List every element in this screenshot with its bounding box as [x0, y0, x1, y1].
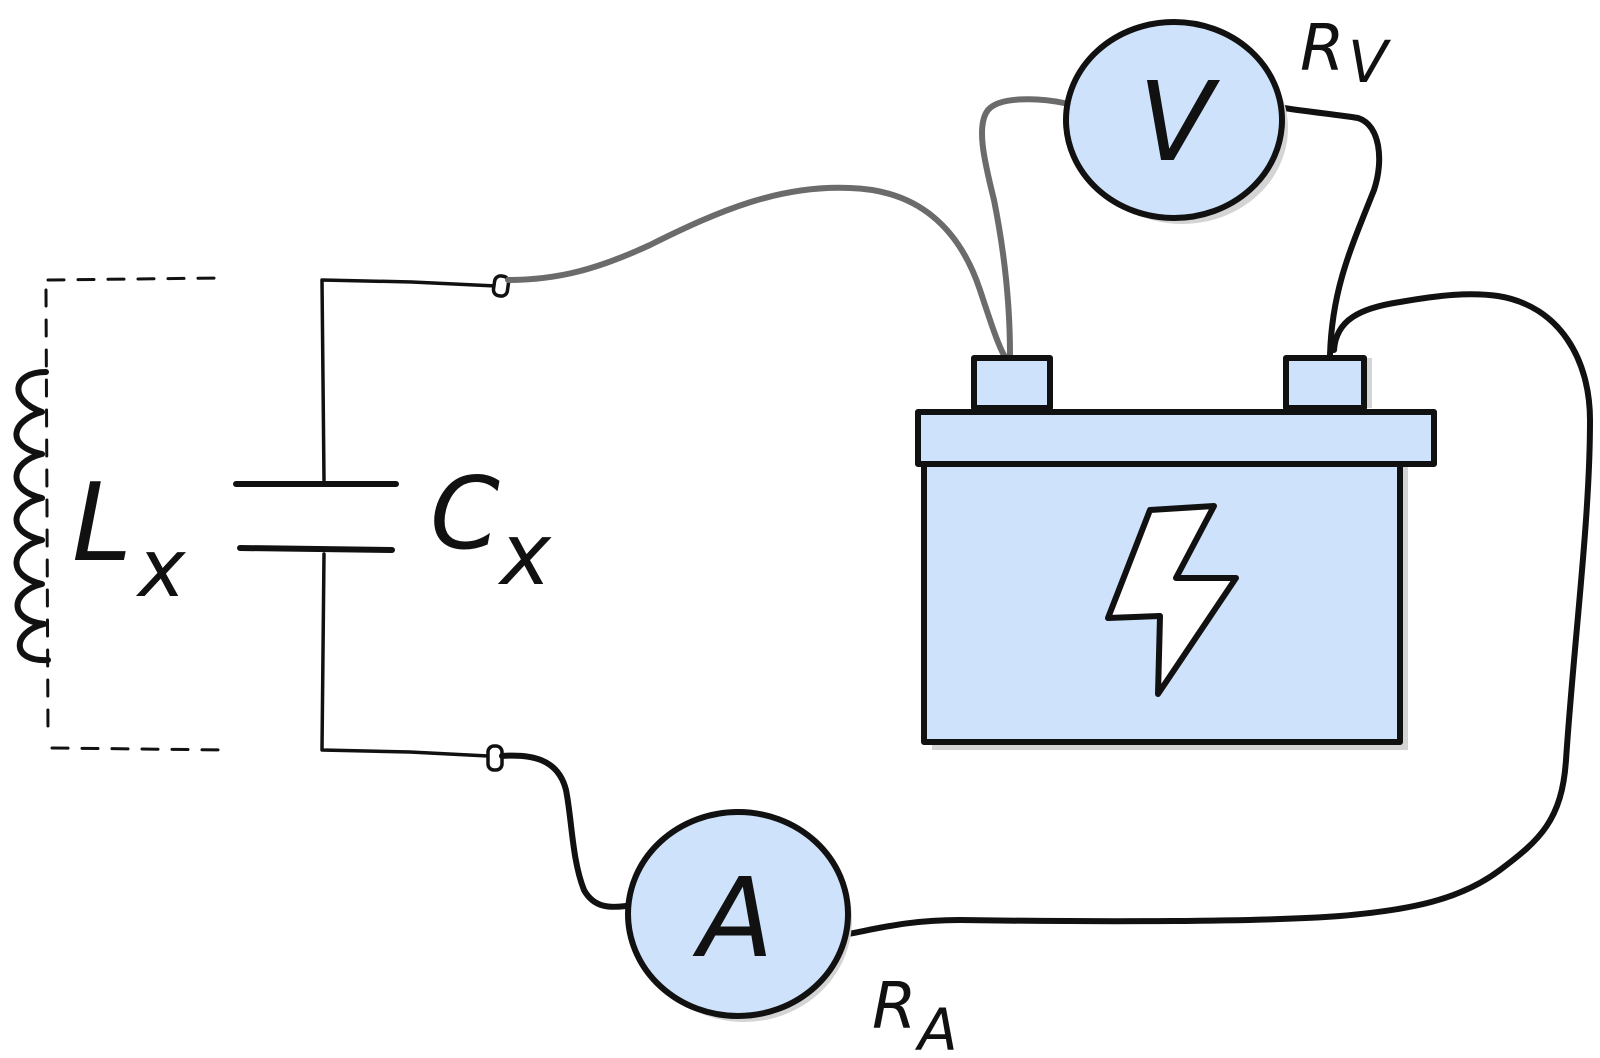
wire-to-battery-negative	[505, 184, 1007, 358]
voltmeter-label: V	[1138, 58, 1220, 186]
capacitor-label: C x	[430, 455, 552, 605]
voltmeter-resistance-label: R V	[1300, 12, 1392, 96]
battery-top-cap	[915, 409, 1437, 467]
inductor-label: L x	[72, 461, 187, 615]
battery-icon	[915, 355, 1437, 750]
wire-return-loop	[845, 291, 1593, 937]
wire-voltmeter-right	[1281, 105, 1383, 358]
wire-to-ammeter	[499, 752, 629, 910]
top-terminal	[491, 274, 511, 298]
lx-sub: x	[135, 522, 187, 615]
inductor-coil	[13, 369, 51, 664]
voltmeter: V	[1063, 19, 1288, 224]
rv-sub: V	[1348, 28, 1392, 96]
cx-sub: x	[497, 505, 552, 605]
wire-voltmeter-left	[979, 96, 1067, 358]
ra-sub: A	[914, 996, 958, 1058]
lx-main: L	[72, 461, 132, 586]
battery-negative-terminal	[971, 355, 1053, 411]
ammeter-label: A	[692, 854, 773, 982]
ammeter: A	[625, 809, 852, 1022]
cx-main: C	[430, 455, 500, 572]
battery-positive-terminal	[1283, 355, 1367, 411]
lightning-bolt-icon	[1105, 503, 1239, 697]
ammeter-resistance-label: R A	[872, 970, 958, 1058]
rv-main: R	[1300, 12, 1344, 86]
capacitor	[233, 278, 498, 758]
ra-main: R	[872, 970, 916, 1044]
